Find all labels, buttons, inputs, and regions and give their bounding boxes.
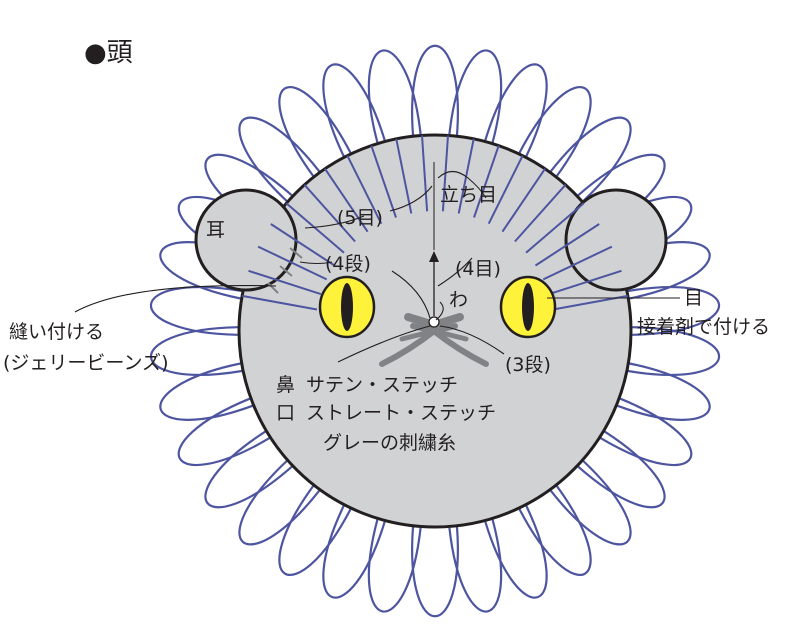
eye-left — [318, 275, 376, 339]
label-ear: 耳 — [206, 219, 225, 241]
ear-right — [564, 188, 668, 292]
loop-spoke — [421, 135, 429, 212]
loop-spoke — [285, 202, 345, 254]
label-glue: 接着剤で付ける — [637, 316, 770, 338]
label-nose-key: 鼻 — [276, 374, 295, 396]
direction-arrow-head — [429, 251, 439, 262]
label-row4: (4目) — [455, 258, 501, 280]
loop-spoke — [395, 138, 413, 214]
eye-right-pupil — [522, 283, 534, 331]
loop-spoke — [534, 223, 600, 267]
page-title: ●頭 — [84, 38, 133, 68]
loop-spoke — [248, 269, 322, 296]
label-mouth-desc: ストレート・ステッチ — [306, 402, 496, 424]
eye-right — [499, 275, 557, 339]
label-mouth-key: 口 — [276, 402, 295, 424]
loop-stitch — [322, 63, 386, 157]
label-jellybeans: (ジェリービーンズ) — [3, 352, 169, 374]
label-dan3: (3段) — [505, 354, 551, 376]
mouth-left-stitch — [379, 328, 437, 367]
loop-spoke — [324, 168, 369, 233]
loop-stitch — [484, 63, 548, 157]
eye-left-pupil — [341, 283, 353, 331]
loop-spoke — [473, 145, 500, 218]
loop-spoke — [514, 184, 567, 243]
sewing-stitches — [267, 247, 303, 294]
label-row5: (5目) — [337, 207, 383, 229]
loop-stitch — [322, 505, 386, 599]
loop-spoke — [501, 168, 546, 233]
loop-spoke — [370, 145, 397, 218]
loop-spoke — [257, 245, 328, 281]
loop-spoke — [548, 269, 622, 296]
inner-spokes — [242, 135, 628, 311]
loop-spoke — [303, 184, 356, 243]
loop-spoke — [270, 223, 336, 267]
label-nose-desc: サテン・ステッチ — [306, 374, 458, 396]
leader-lines — [74, 170, 680, 363]
label-eye: 目 — [684, 287, 703, 309]
loop-spoke — [542, 245, 613, 281]
loop-spoke — [487, 155, 524, 225]
label-tachime: 立ち目 — [440, 184, 497, 206]
label-thread: グレーの刺繍糸 — [323, 432, 456, 454]
loop-spoke — [346, 155, 383, 225]
loop-stitch — [484, 505, 548, 599]
loop-stitch — [367, 49, 422, 143]
label-wa: わ — [449, 289, 468, 311]
loop-spoke — [525, 202, 585, 254]
label-sew: 縫い付ける — [9, 321, 104, 343]
mouth-right-stitch — [431, 328, 489, 367]
label-dan4: (4段) — [325, 253, 371, 275]
loop-spoke — [242, 294, 318, 311]
